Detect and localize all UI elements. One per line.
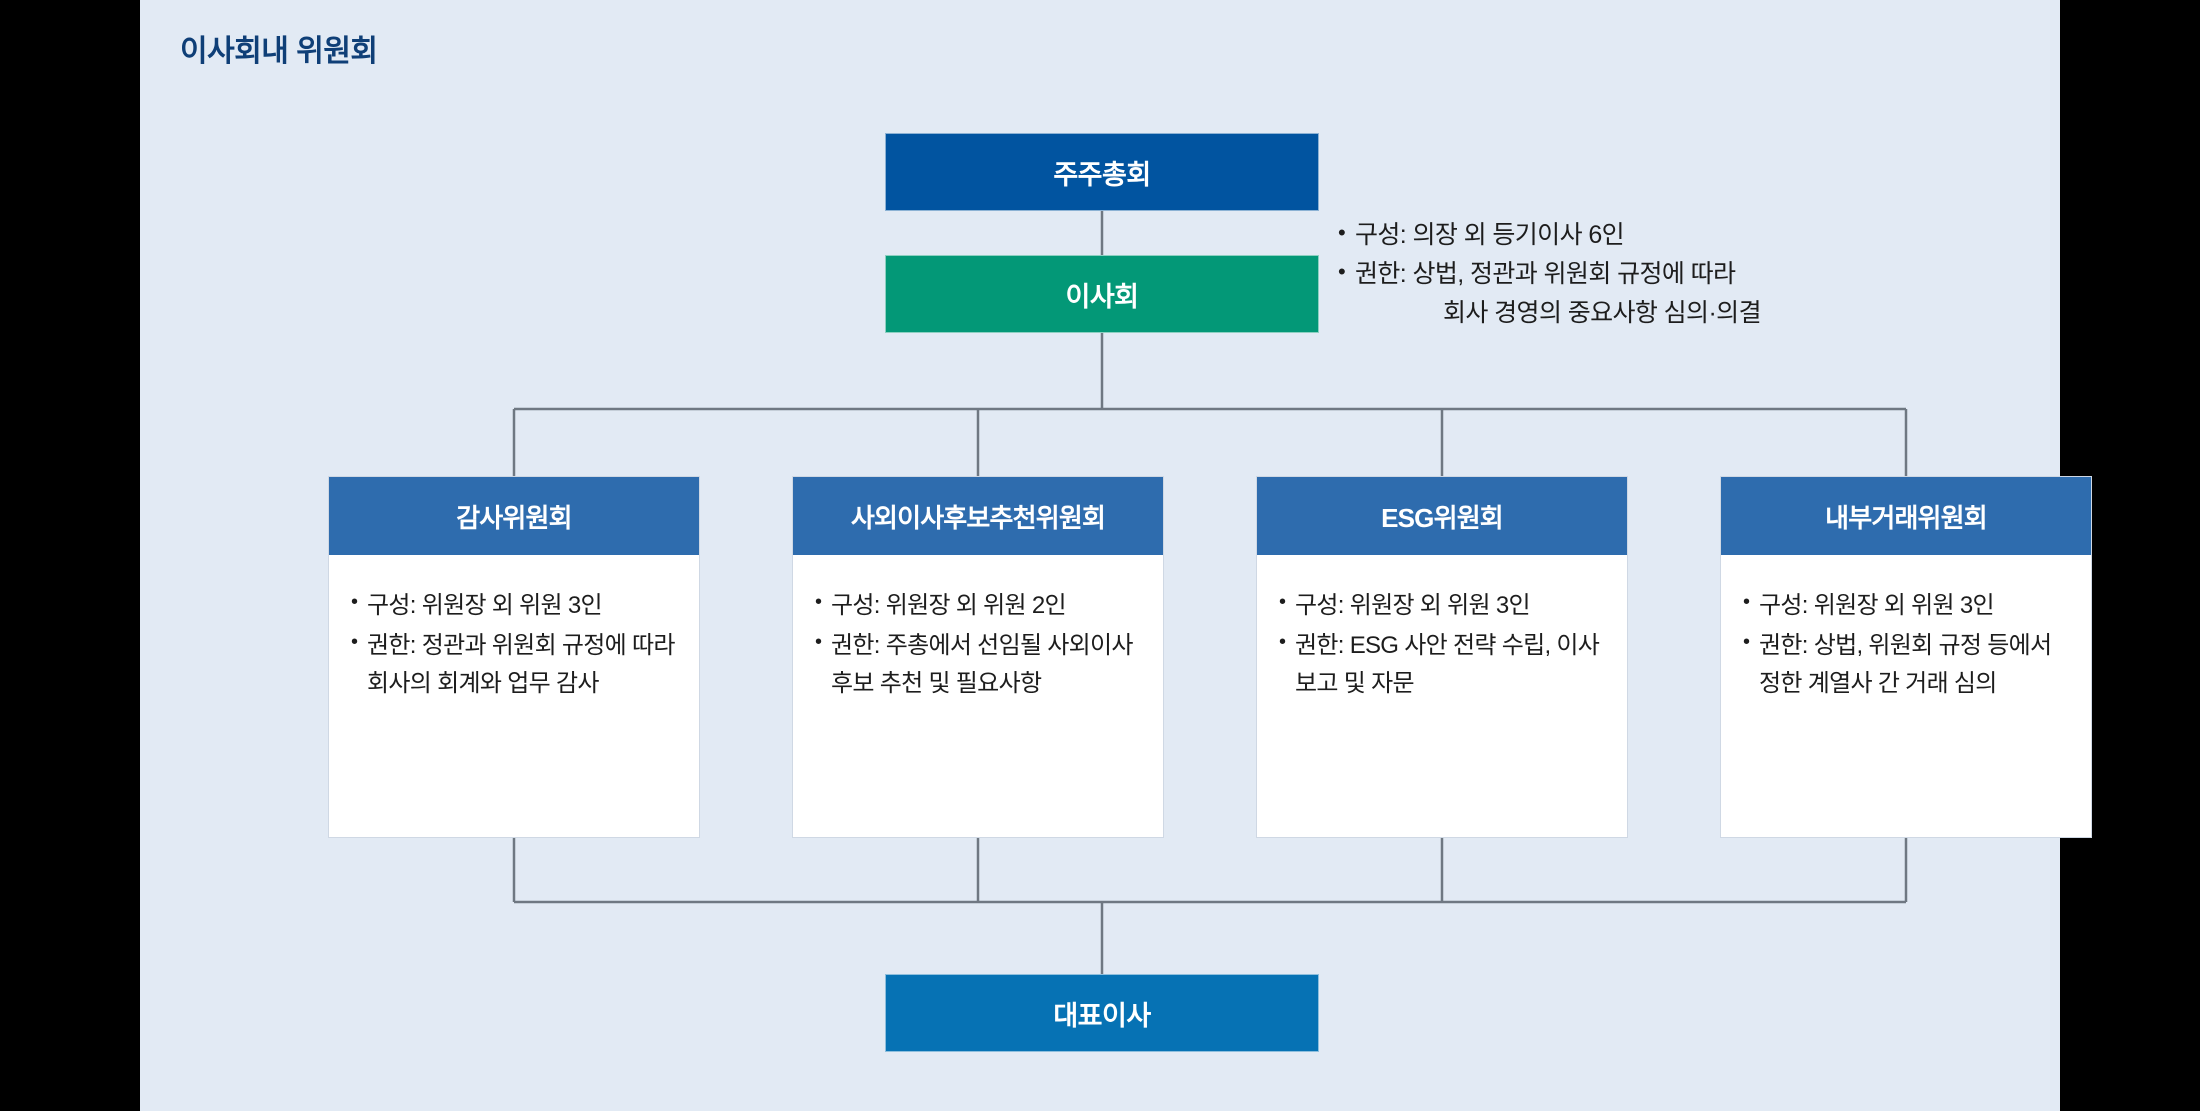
bullet-icon: • (1279, 630, 1286, 653)
committee-title-audit: 감사위원회 (329, 477, 699, 555)
board-note-authority-line2: 회사 경영의 중요사항 심의·의결 (1443, 299, 1762, 327)
committee-composition-text: 구성: 위원장 외 위원 2인 (831, 592, 1067, 619)
bullet-icon: • (1338, 259, 1346, 284)
committee-title-internal-transactions: 내부거래위원회 (1721, 477, 2091, 555)
committee-authority-text: 권한: 주총에서 선임될 사외이사 후보 추천 및 필요사항 (831, 631, 1134, 697)
board-annotation: • 구성: 의장 외 등기이사 6인 • 권한: 상법, 정관과 위원회 규정에… (1338, 216, 1898, 333)
bullet-icon: • (815, 630, 822, 653)
bullet-icon: • (351, 630, 358, 653)
committee-card-internal-transactions: 내부거래위원회 • 구성: 위원장 외 위원 3인 • 권한: 상법, 위원회 … (1720, 476, 2092, 838)
committee-authority-row: • 권한: ESG 사안 전략 수립, 이사 보고 및 자문 (1279, 627, 1605, 703)
committee-composition-text: 구성: 위원장 외 위원 3인 (367, 592, 603, 619)
node-board-of-directors: 이사회 (885, 255, 1319, 333)
board-note-composition: • 구성: 의장 외 등기이사 6인 (1338, 216, 1898, 255)
bullet-icon: • (815, 591, 822, 613)
bullet-icon: • (1279, 591, 1286, 613)
committee-composition-text: 구성: 위원장 외 위원 3인 (1759, 592, 1995, 619)
committee-authority-text: 권한: 상법, 위원회 규정 등에서 정한 계열사 간 거래 심의 (1759, 631, 2052, 697)
committee-composition-row: • 구성: 위원장 외 위원 3인 (1743, 587, 2069, 625)
node-ceo: 대표이사 (885, 974, 1319, 1052)
committee-authority-row: • 권한: 주총에서 선임될 사외이사 후보 추천 및 필요사항 (815, 627, 1141, 703)
committee-body-esg: • 구성: 위원장 외 위원 3인 • 권한: ESG 사안 전략 수립, 이사… (1257, 555, 1627, 703)
bullet-icon: • (1743, 591, 1750, 613)
committee-composition-row: • 구성: 위원장 외 위원 3인 (351, 587, 677, 625)
page-title: 이사회내 위원회 (180, 35, 378, 68)
committee-card-esg: ESG위원회 • 구성: 위원장 외 위원 3인 • 권한: ESG 사안 전략… (1256, 476, 1628, 838)
node-shareholders-meeting: 주주총회 (885, 133, 1319, 211)
committee-composition-text: 구성: 위원장 외 위원 3인 (1295, 592, 1531, 619)
committee-authority-row: • 권한: 상법, 위원회 규정 등에서 정한 계열사 간 거래 심의 (1743, 627, 2069, 703)
bullet-icon: • (351, 591, 358, 613)
committee-composition-row: • 구성: 위원장 외 위원 3인 (1279, 587, 1605, 625)
committee-authority-row: • 권한: 정관과 위원회 규정에 따라 회사의 회계와 업무 감사 (351, 627, 677, 703)
bullet-icon: • (1338, 220, 1346, 245)
committee-title-esg: ESG위원회 (1257, 477, 1627, 555)
committee-body-internal-transactions: • 구성: 위원장 외 위원 3인 • 권한: 상법, 위원회 규정 등에서 정… (1721, 555, 2091, 703)
committee-title-outside-director-nomination: 사외이사후보추천위원회 (793, 477, 1163, 555)
committee-composition-row: • 구성: 위원장 외 위원 2인 (815, 587, 1141, 625)
committee-card-outside-director-nomination: 사외이사후보추천위원회 • 구성: 위원장 외 위원 2인 • 권한: 주총에서… (792, 476, 1164, 838)
committee-authority-text: 권한: ESG 사안 전략 수립, 이사 보고 및 자문 (1295, 631, 1600, 697)
bullet-icon: • (1743, 630, 1750, 653)
committee-body-audit: • 구성: 위원장 외 위원 3인 • 권한: 정관과 위원회 규정에 따라 회… (329, 555, 699, 703)
board-note-authority: • 권한: 상법, 정관과 위원회 규정에 따라 회사 경영의 중요사항 심의·… (1338, 255, 1898, 333)
board-note-composition-text: 구성: 의장 외 등기이사 6인 (1355, 221, 1625, 249)
board-note-authority-line1: 권한: 상법, 정관과 위원회 규정에 따라 (1355, 260, 1736, 288)
committee-body-outside-director-nomination: • 구성: 위원장 외 위원 2인 • 권한: 주총에서 선임될 사외이사 후보… (793, 555, 1163, 703)
committee-authority-text: 권한: 정관과 위원회 규정에 따라 회사의 회계와 업무 감사 (367, 631, 675, 697)
committee-card-audit: 감사위원회 • 구성: 위원장 외 위원 3인 • 권한: 정관과 위원회 규정… (328, 476, 700, 838)
diagram-panel: 이사회내 위원회 (140, 0, 2092, 1111)
